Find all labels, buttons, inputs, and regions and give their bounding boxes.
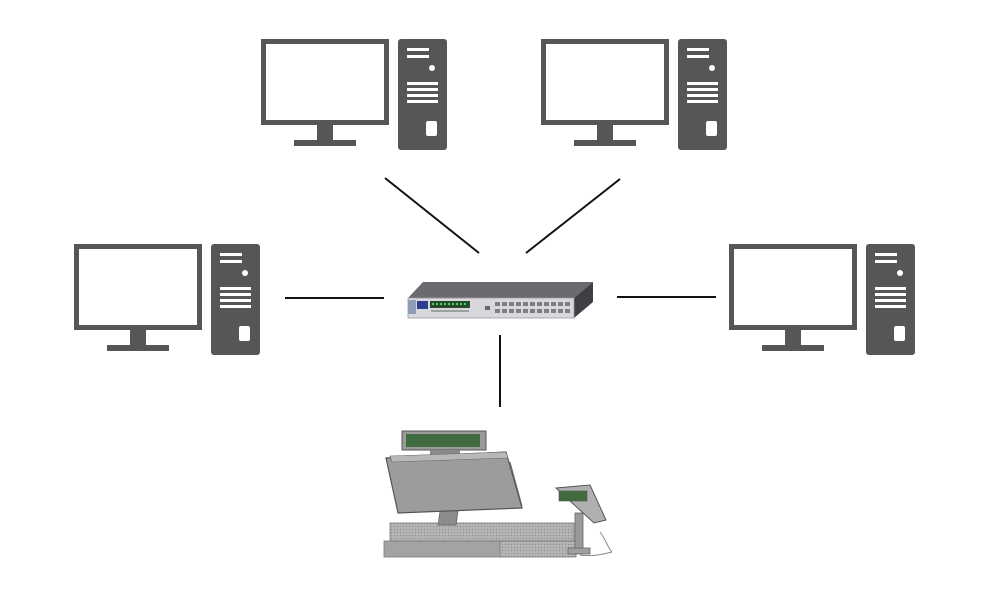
desktop-computer-icon bbox=[729, 244, 915, 355]
desktop-computer-icon bbox=[261, 39, 447, 150]
network-switch-icon bbox=[407, 282, 593, 319]
desktop-computer-icon bbox=[74, 244, 260, 355]
pos-terminal-icon bbox=[383, 430, 613, 558]
connection-links bbox=[285, 177, 716, 407]
link-top-left-pc-to-switch bbox=[384, 177, 480, 254]
link-top-right-pc-to-switch bbox=[525, 178, 621, 254]
desktop-computer-icon bbox=[541, 39, 727, 150]
